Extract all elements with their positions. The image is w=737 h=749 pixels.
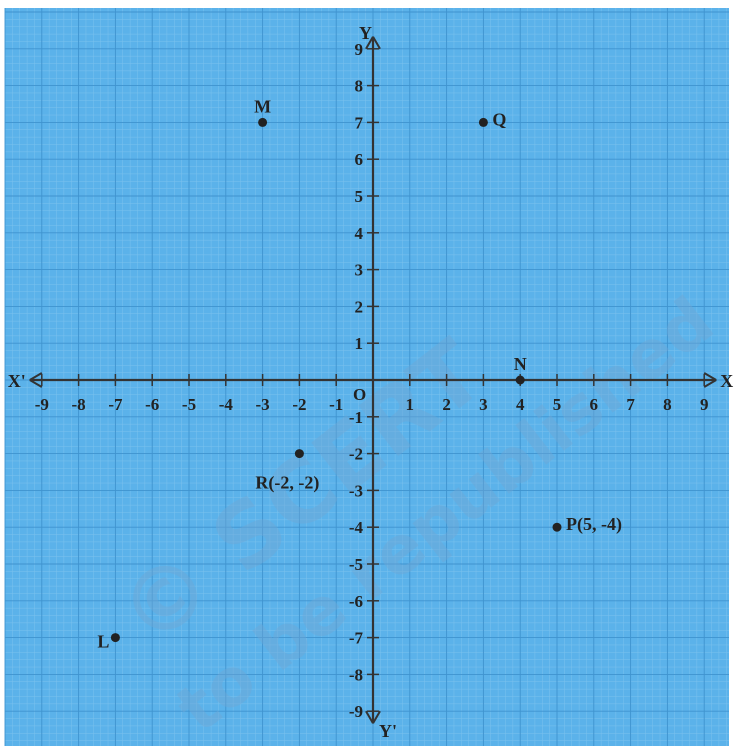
axis-ticks: [41, 48, 705, 712]
y-tick-label: -7: [349, 629, 364, 648]
x-tick-label: -8: [72, 395, 86, 414]
y-tick-label: 1: [355, 334, 364, 353]
y-tick-label: 3: [355, 261, 364, 280]
point-label: L: [97, 632, 109, 652]
point-marker: [552, 522, 562, 532]
point-marker: [515, 375, 525, 385]
x-tick-label: 1: [406, 395, 415, 414]
point-label: Q: [492, 109, 506, 129]
x-tick-label: -2: [292, 395, 306, 414]
y-axis-arrow-bottom: [365, 710, 381, 724]
x-tick-label: 5: [553, 395, 562, 414]
x-tick-label: -6: [145, 395, 159, 414]
y-tick-label: 6: [355, 150, 364, 169]
y-tick-label: 7: [355, 113, 364, 132]
x-tick-label: -1: [329, 395, 343, 414]
data-points: M Q N R(-2, -2) P(5, -4) L: [97, 96, 622, 651]
x-tick-label: -7: [108, 395, 123, 414]
y-tick-label: 8: [355, 77, 364, 96]
x-tick-label: -9: [35, 395, 49, 414]
x-tick-label: -4: [219, 395, 234, 414]
x-tick-label: 7: [626, 395, 635, 414]
x-tick-label: 3: [479, 395, 488, 414]
point-label: N: [514, 354, 527, 374]
x-tick-label: 6: [590, 395, 599, 414]
y-tick-label: 4: [355, 224, 364, 243]
y-axis-arrow-top: [365, 36, 381, 50]
y-tick-label: -6: [349, 592, 363, 611]
y-tick-label: -1: [349, 408, 363, 427]
x-tick-label: 2: [442, 395, 451, 414]
axis-name-x-prime: X': [8, 371, 26, 391]
x-tick-label: 4: [516, 395, 525, 414]
y-tick-label: -4: [349, 518, 364, 537]
x-tick-label: -3: [256, 395, 270, 414]
axis-name-y-prime: Y': [379, 721, 397, 741]
y-tick-label: -3: [349, 481, 363, 500]
y-tick-label: 9: [355, 40, 364, 59]
point-marker: [294, 449, 304, 459]
y-tick-label: -5: [349, 555, 363, 574]
x-tick-label: -5: [182, 395, 196, 414]
axis-name-y: Y: [359, 23, 372, 43]
grid-minor: [5, 8, 729, 746]
x-axis-arrow-left: [29, 372, 43, 388]
y-tick-label: -2: [349, 445, 363, 464]
point-label: P(5, -4): [566, 514, 622, 535]
point-marker: [258, 117, 268, 127]
origin-label: O: [353, 385, 366, 404]
point-marker: [478, 117, 488, 127]
tick-labels: -9 -8 -7 -6 -5 -4 -3 -2 -1 1 2 3 4 5 6 7 8 9 -9 -8 -7 -6 -5 -4 -…: [35, 40, 709, 721]
point-label: M: [254, 96, 271, 116]
y-tick-label: 2: [355, 297, 364, 316]
y-tick-label: 5: [355, 187, 364, 206]
axis-name-x: X: [720, 371, 733, 391]
y-tick-label: -9: [349, 702, 363, 721]
x-axis-arrow-right: [703, 372, 717, 388]
x-tick-label: 8: [663, 395, 672, 414]
x-tick-label: 9: [700, 395, 709, 414]
axes: X X' Y Y' O: [8, 23, 733, 741]
point-marker: [110, 633, 120, 643]
point-label: R(-2, -2): [255, 473, 319, 494]
y-tick-label: -8: [349, 665, 363, 684]
